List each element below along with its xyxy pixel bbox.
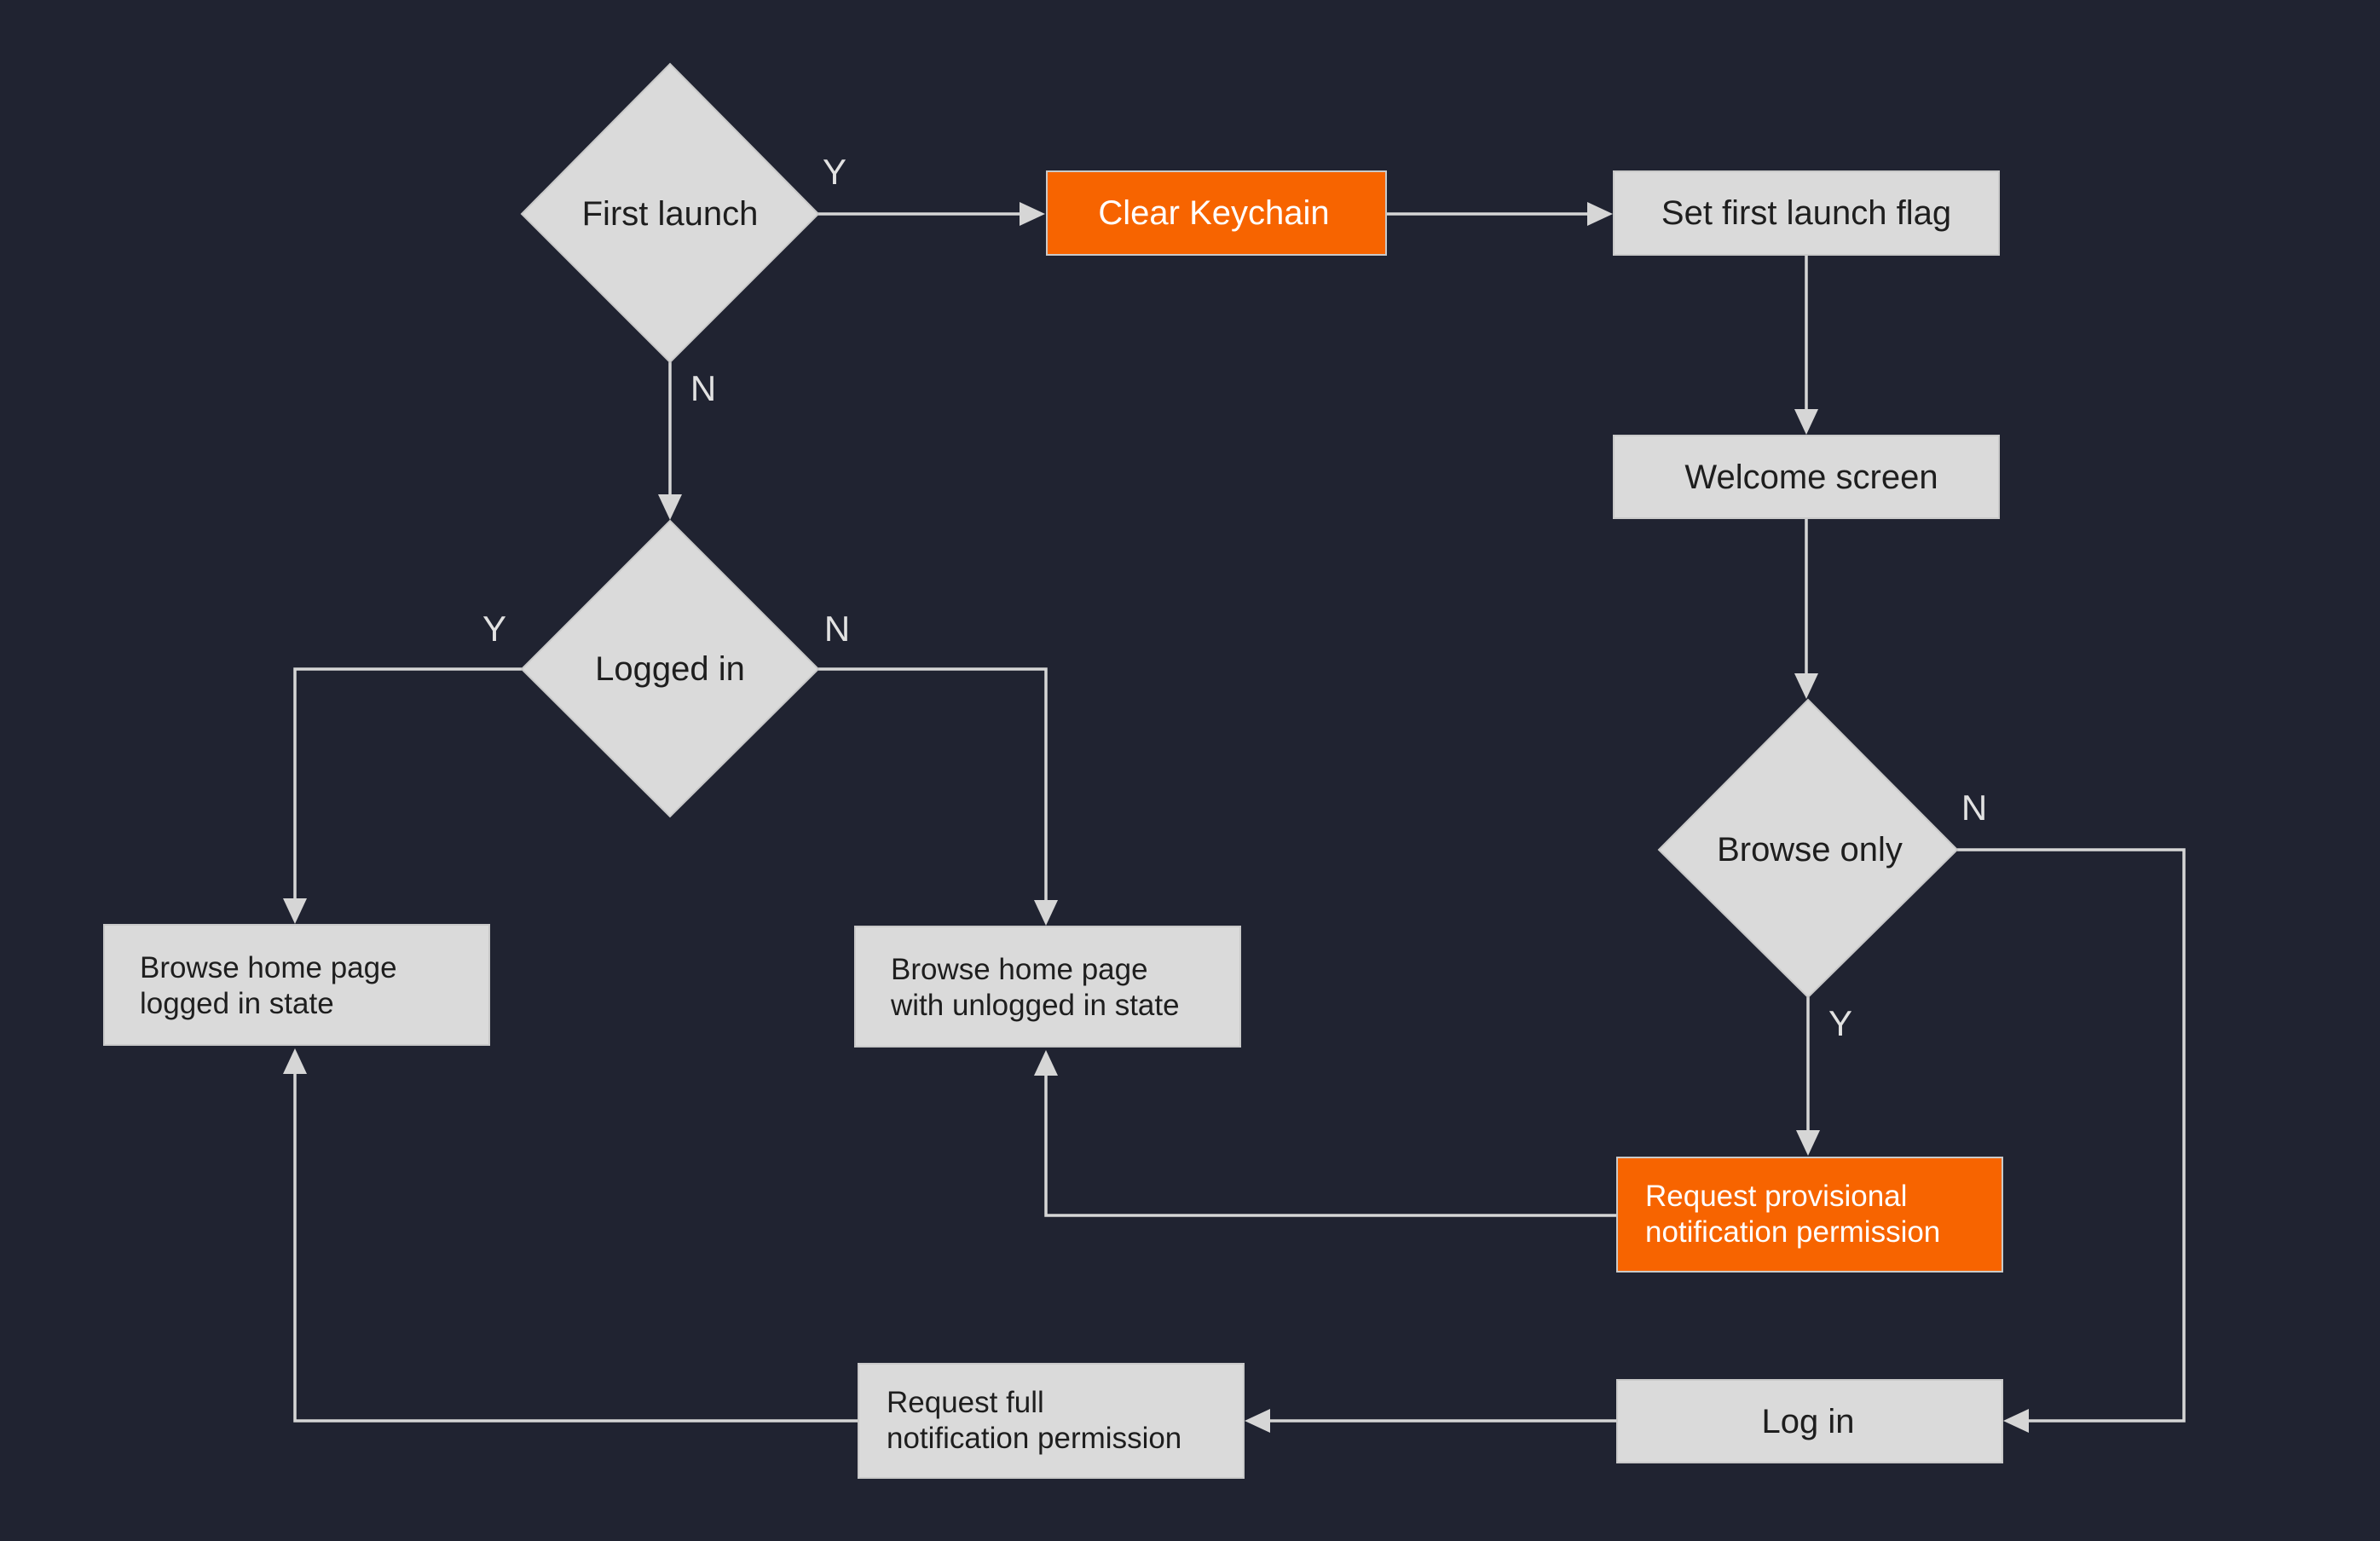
arrowhead [1587, 202, 1613, 226]
process-log-in: Log in [1616, 1379, 2003, 1463]
decision-browse-only: Browse only [1657, 698, 1959, 999]
arrowhead [1794, 673, 1818, 699]
process-browse-home-unlogged-in-label: Browse home page with unlogged in state [890, 953, 1180, 1022]
arrowhead [658, 494, 682, 520]
arrowhead [283, 1048, 307, 1074]
process-request-provisional-label: Request provisional notification permiss… [1645, 1180, 1940, 1249]
process-log-in-label: Log in [1762, 1403, 1855, 1440]
decision-logged-in: Logged in [520, 519, 820, 818]
process-request-full-label: Request full notification permission [887, 1386, 1181, 1455]
edge-request-full-to-browse-logged [293, 1072, 858, 1423]
decision-logged-in-label: Logged in [595, 650, 745, 688]
box-shape [854, 926, 1241, 1048]
arrowhead [1794, 409, 1818, 435]
nodes: First launch Clear Keychain Set first la… [103, 62, 2003, 1479]
box-shape [1613, 170, 2000, 256]
arrowhead [1796, 1130, 1820, 1156]
process-welcome-screen-label: Welcome screen [1684, 459, 1938, 496]
box-shape [1616, 1379, 2003, 1463]
edge-request-provisional-to-browse-unlogged [1044, 1074, 1616, 1217]
edge-logged-in-to-browse-unlogged [818, 667, 1048, 902]
diamond-shape [1657, 698, 1959, 999]
process-set-first-launch-flag-label: Set first launch flag [1661, 194, 1951, 232]
diamond-shape [520, 519, 820, 818]
arrowhead [1245, 1409, 1270, 1433]
process-clear-keychain-label: Clear Keychain [1098, 194, 1329, 232]
arrowhead [2003, 1409, 2029, 1433]
line-2: logged in state [140, 987, 334, 1020]
label-logged-in-yes: Y [482, 609, 506, 649]
edge-logged-in-to-browse-logged [293, 667, 522, 900]
arrowhead [1034, 1050, 1058, 1076]
line-2: notification permission [887, 1422, 1181, 1455]
process-welcome-screen: Welcome screen [1613, 435, 2000, 519]
process-browse-home-logged-in: Browse home page logged in state [103, 924, 490, 1046]
decision-first-launch: First launch [520, 62, 820, 364]
line-1: Request provisional [1645, 1180, 1907, 1213]
label-browse-only-yes: Y [1828, 1003, 1852, 1043]
edge-browse-only-to-log-in [1957, 848, 2186, 1423]
label-first-launch-yes: Y [823, 152, 846, 192]
line-1: Request full [887, 1386, 1044, 1419]
box-shape [858, 1363, 1245, 1479]
process-browse-home-unlogged-in: Browse home page with unlogged in state [854, 926, 1241, 1048]
arrowhead [283, 898, 307, 924]
process-request-full: Request full notification permission [858, 1363, 1245, 1479]
arrowhead [1020, 202, 1045, 226]
line-2: with unlogged in state [890, 989, 1180, 1022]
arrowhead [1034, 900, 1058, 926]
label-first-launch-no: N [690, 368, 716, 408]
box-shape [1613, 435, 2000, 519]
process-browse-home-logged-in-label: Browse home page logged in state [140, 951, 405, 1020]
process-clear-keychain: Clear Keychain [1046, 170, 1387, 256]
box-shape [103, 924, 490, 1046]
label-logged-in-no: N [824, 609, 850, 649]
decision-browse-only-label: Browse only [1717, 831, 1903, 869]
line-1: Browse home page [891, 953, 1148, 986]
line-2: notification permission [1645, 1215, 1940, 1249]
line-1: Browse home page [140, 951, 397, 984]
decision-first-launch-label: First launch [582, 195, 759, 233]
box-shape [1616, 1157, 2003, 1273]
edge-labels: Y N Y N N Y [482, 152, 1987, 1043]
process-request-provisional: Request provisional notification permiss… [1616, 1157, 2003, 1273]
box-shape [1046, 170, 1387, 256]
edges [283, 202, 2186, 1433]
label-browse-only-no: N [1961, 788, 1987, 828]
diamond-shape [520, 62, 820, 364]
process-set-first-launch-flag: Set first launch flag [1613, 170, 2000, 256]
